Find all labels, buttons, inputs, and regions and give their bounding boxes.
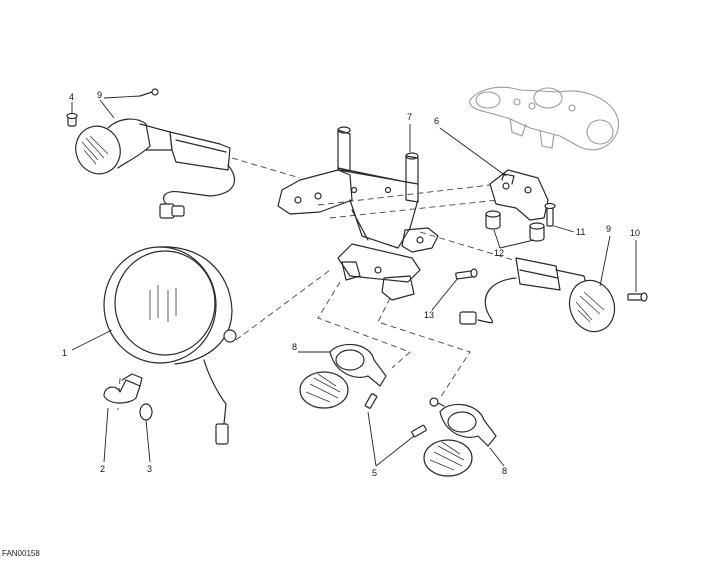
callout-4: 4 bbox=[69, 92, 74, 102]
assembly-guide-lines bbox=[117, 157, 521, 411]
callout-6: 6 bbox=[434, 116, 439, 126]
mounting-plate-6 bbox=[489, 169, 549, 221]
screw-4 bbox=[66, 112, 78, 127]
callout-5: 5 bbox=[372, 468, 377, 478]
callout-10: 10 bbox=[630, 228, 640, 238]
plate-light-lower bbox=[423, 397, 497, 477]
callout-8-lower: 8 bbox=[502, 466, 507, 476]
headlight-bulb bbox=[103, 373, 143, 404]
drawing-code: FAN00158 bbox=[2, 549, 40, 558]
callout-9-right: 9 bbox=[606, 224, 611, 234]
callout-12: 12 bbox=[494, 248, 504, 258]
callout-3: 3 bbox=[147, 464, 152, 474]
headlight-bracket bbox=[277, 126, 439, 301]
headlight bbox=[103, 246, 237, 445]
pilot-bulb bbox=[139, 403, 153, 421]
callout-11: 11 bbox=[576, 227, 585, 237]
leader-lines bbox=[71, 95, 637, 467]
bolt-11 bbox=[544, 202, 556, 227]
callout-7: 7 bbox=[407, 112, 412, 122]
callout-1: 1 bbox=[62, 348, 67, 358]
steering-head-ghost bbox=[469, 86, 619, 151]
left-turn-indicator bbox=[75, 118, 236, 219]
callout-9-left: 9 bbox=[97, 90, 102, 100]
callout-8-upper: 8 bbox=[292, 342, 297, 352]
screw-10 bbox=[627, 292, 648, 302]
callout-13: 13 bbox=[424, 310, 434, 320]
right-turn-indicator bbox=[459, 257, 616, 333]
screws-5 bbox=[364, 393, 427, 438]
callout-2: 2 bbox=[100, 464, 105, 474]
rubber-mounts-12 bbox=[485, 210, 545, 242]
bolt-13 bbox=[455, 268, 478, 280]
left-indicator-screw bbox=[139, 88, 159, 97]
callout-labels: 1 2 3 4 9 5 6 7 8 8 11 12 9 10 13 bbox=[62, 90, 640, 478]
plate-light-upper bbox=[299, 343, 387, 409]
